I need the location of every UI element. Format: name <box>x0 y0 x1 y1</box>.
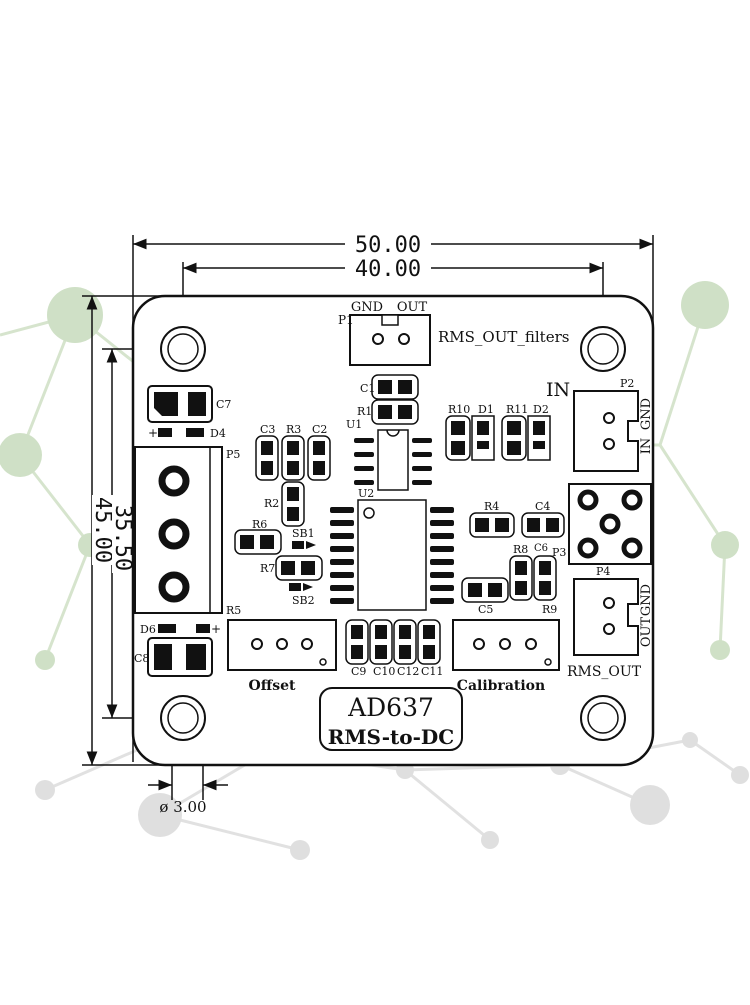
d4-footprint <box>158 428 204 437</box>
r7-footprint <box>275 555 323 581</box>
r8-ref: R8 <box>513 543 528 556</box>
mounting-hole <box>160 326 206 372</box>
mounting-holes <box>160 326 626 741</box>
connector-p4 <box>573 578 639 656</box>
r11-ref: R11 <box>506 403 528 416</box>
c11-ref: C11 <box>421 665 443 678</box>
r2-ref: R2 <box>264 497 279 510</box>
p1-ref: P1 <box>338 313 354 327</box>
pot-offset <box>227 619 337 671</box>
hole-spacing-h-label: 40.00 <box>355 257 421 282</box>
d1-ref: D1 <box>478 403 494 416</box>
p3-ref: P3 <box>552 546 566 559</box>
r4-footprint <box>469 512 515 538</box>
connector-p5 <box>134 446 223 614</box>
c5-footprint <box>461 577 509 603</box>
c1-ref: C1 <box>360 382 375 395</box>
r7-ref: R7 <box>260 562 275 575</box>
p2-pin-in: IN <box>639 438 654 455</box>
connector-p2 <box>573 390 639 472</box>
u1-ref: U1 <box>346 418 362 431</box>
d6-ref: D6 <box>140 623 156 636</box>
p4-label: RMS_OUT <box>567 664 642 680</box>
c9-ref: C9 <box>351 665 366 678</box>
p2-in-label: IN <box>546 379 570 401</box>
c4-footprint <box>521 512 565 538</box>
r1-ref: R1 <box>357 405 372 418</box>
c10-ref: C10 <box>373 665 395 678</box>
d4-plus: + <box>148 426 158 440</box>
mounting-hole <box>580 326 626 372</box>
c3-ref: C3 <box>260 423 275 436</box>
board-width-label: 50.00 <box>355 233 421 258</box>
offset-label: Offset <box>249 678 296 694</box>
title-box <box>319 687 463 751</box>
d4-ref: D4 <box>210 427 226 440</box>
c3-r3-c2-footprints <box>255 435 331 481</box>
c1-footprint <box>371 374 419 400</box>
r8-p3-footprints <box>509 555 557 601</box>
p1-label: RMS_OUT_filters <box>438 328 569 346</box>
connector-p1 <box>349 314 431 366</box>
sb2-ref: SB2 <box>292 594 315 607</box>
board-height-label: 45.00 <box>90 497 115 563</box>
c8-ref: C8 <box>134 652 149 665</box>
c2-ref: C2 <box>312 423 327 436</box>
r2-footprint <box>281 481 305 527</box>
sb1-ref: SB1 <box>292 527 315 540</box>
hole-diameter-label: ø 3.00 <box>159 798 206 816</box>
d6-plus: + <box>211 622 221 636</box>
c8-footprint <box>147 637 213 677</box>
u2-ref: U2 <box>358 487 374 500</box>
chip-name: AD637 <box>347 693 434 722</box>
r9-ref: R9 <box>542 603 557 616</box>
p5-ref: P5 <box>226 448 240 461</box>
r5-ref: R5 <box>226 604 241 617</box>
c12-ref: C12 <box>397 665 419 678</box>
r3-ref: R3 <box>286 423 301 436</box>
sb2-footprint <box>289 583 313 591</box>
r10-d1-r11-d2-footprints <box>445 415 551 461</box>
dim-label-bg <box>345 234 431 254</box>
u1-footprint <box>354 429 432 491</box>
hole-spacing-v-label: 35.50 <box>110 505 135 571</box>
c9-c10-c12-c11-footprints <box>345 619 441 665</box>
r4-ref: R4 <box>484 500 499 513</box>
r10-ref: R10 <box>448 403 470 416</box>
d6-footprint <box>158 624 210 633</box>
p4-pin-gnd: GND <box>639 584 654 616</box>
c7-ref: C7 <box>216 398 231 411</box>
r6-ref: R6 <box>252 518 267 531</box>
c7-footprint <box>147 385 213 423</box>
calibration-label: Calibration <box>457 678 545 694</box>
c6-ref: C6 <box>534 543 548 554</box>
p1-pin-out: OUT <box>397 300 428 315</box>
c4-ref: C4 <box>535 500 550 513</box>
p2-pin-gnd: GND <box>639 398 654 430</box>
d2-ref: D2 <box>533 403 549 416</box>
r1-footprint <box>371 399 419 425</box>
p1-pin-gnd: GND <box>351 300 383 315</box>
p2-ref: P2 <box>620 377 634 390</box>
pot-calibration <box>452 619 560 671</box>
dim-label-bg <box>345 258 431 278</box>
p4-pin-out: OUT <box>639 617 654 648</box>
sb1-footprint <box>292 541 316 549</box>
function-name: RMS-to-DC <box>328 725 454 749</box>
u2-footprint <box>330 499 454 611</box>
c5-ref: C5 <box>478 603 493 616</box>
r6-footprint <box>234 529 282 555</box>
mounting-hole <box>160 695 206 741</box>
bnc-footprint <box>568 483 652 565</box>
p4-ref: P4 <box>596 565 610 578</box>
mounting-hole <box>580 695 626 741</box>
